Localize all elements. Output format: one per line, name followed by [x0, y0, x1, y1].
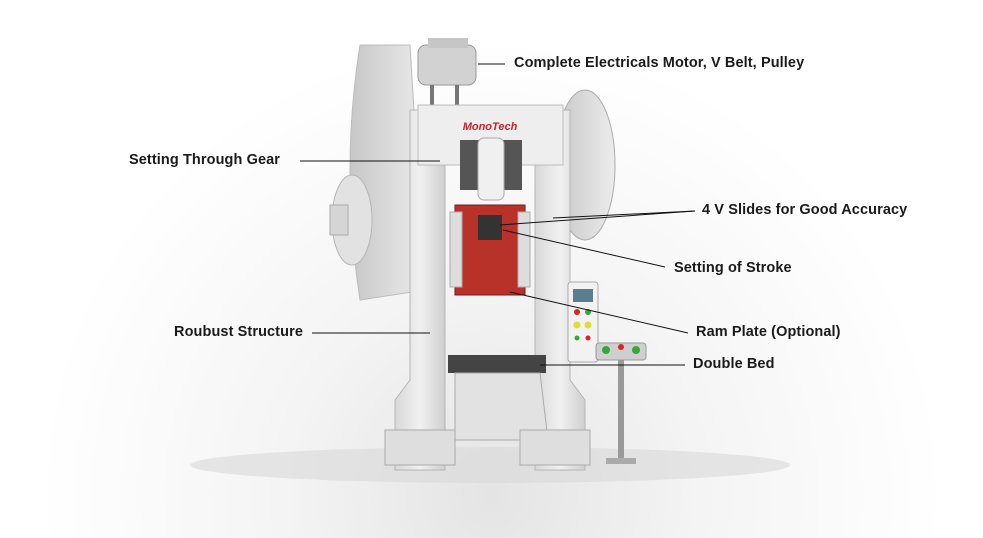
motor [417, 44, 477, 86]
floor-shadow [190, 447, 790, 483]
label-bed: Double Bed [693, 356, 775, 372]
label-slides: 4 V Slides for Good Accuracy [702, 202, 908, 218]
brand-logo: MonoTech [463, 121, 518, 133]
leader-lines [300, 63, 696, 366]
bed-plate [448, 355, 546, 373]
right-column [534, 109, 586, 471]
label-motor: Complete Electricals Motor, V Belt, Pull… [514, 55, 805, 71]
label-ram-plate: Ram Plate (Optional) [696, 324, 841, 340]
label-gear: Setting Through Gear [129, 152, 281, 168]
label-stroke: Setting of Stroke [674, 260, 792, 276]
label-structure: Roubust Structure [174, 324, 303, 340]
